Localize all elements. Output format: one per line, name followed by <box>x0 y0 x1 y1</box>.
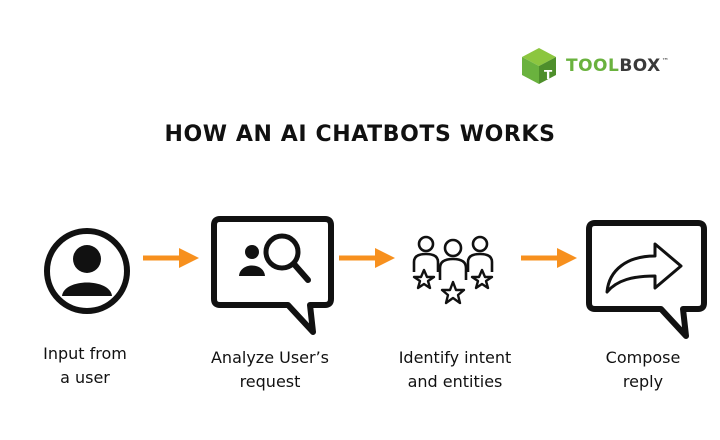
step-label-line1: Identify intent <box>398 348 512 367</box>
flow-arrow-2 <box>339 248 395 268</box>
step-label-identify: Identify intent and entities <box>370 346 540 394</box>
step-label-line1: Compose <box>605 348 681 367</box>
flow-arrow-1 <box>143 248 199 268</box>
user-search-icon <box>211 216 334 335</box>
user-icon <box>44 228 130 314</box>
cube-logo-icon: T <box>522 48 556 84</box>
step-label-line2: reply <box>622 372 664 391</box>
step-label-line2: a user <box>60 368 110 387</box>
logo-text-box: BOX <box>619 56 661 76</box>
step-label-compose: Compose reply <box>578 346 708 394</box>
diagram-title: HOW AN AI CHATBOTS WORKS <box>164 122 556 147</box>
logo-wordmark: TOOL BOX ™ <box>566 56 669 76</box>
people-stars-icon <box>412 235 494 305</box>
step-label-line2: request <box>239 372 301 391</box>
toolbox-logo: T TOOL BOX ™ <box>520 46 669 86</box>
step-label-analyze: Analyze User’s request <box>180 346 360 394</box>
step-label-line1: Analyze User’s <box>210 348 330 367</box>
logo-trademark: ™ <box>661 57 670 65</box>
step-label-line2: and entities <box>407 372 503 391</box>
step-label-line1: Input from <box>43 344 127 363</box>
svg-text:T: T <box>544 68 553 82</box>
step-label-input: Input from a user <box>10 342 160 390</box>
forward-arrow-icon <box>586 220 707 339</box>
flow-arrow-3 <box>521 248 577 268</box>
logo-text-tool: TOOL <box>566 56 620 76</box>
